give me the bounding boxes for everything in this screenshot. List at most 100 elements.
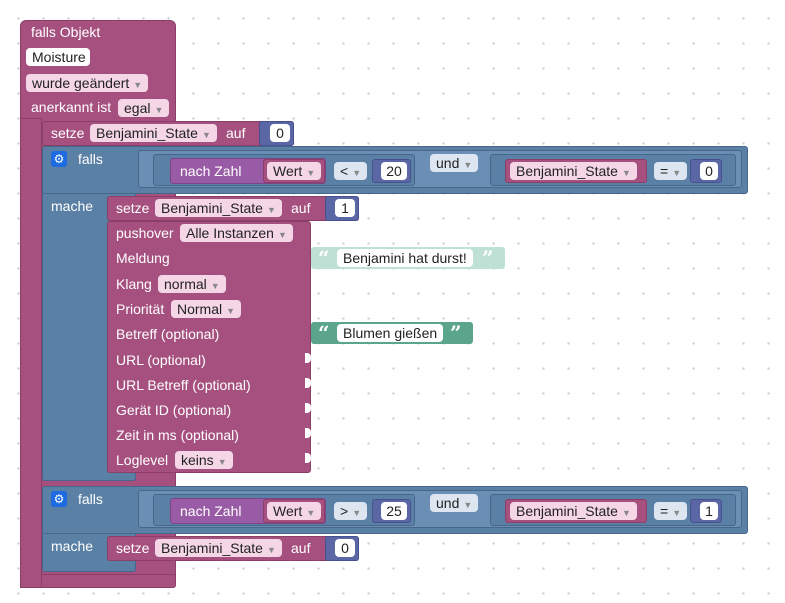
input-socket[interactable] — [305, 428, 311, 438]
if-1-operator-dropdown[interactable]: <▼ — [334, 162, 368, 180]
pushover-priority-dropdown[interactable]: Normal▼ — [171, 300, 242, 318]
pushover-log-label: Loglevel — [116, 452, 169, 468]
pushover-title: pushover — [116, 225, 174, 241]
set-1-label: setze — [51, 125, 85, 141]
open-quote-icon: “ — [318, 246, 330, 270]
pushover-sound-dropdown[interactable]: normal▼ — [158, 275, 226, 293]
if-1-eq-text: = — [660, 163, 669, 179]
chevron-down-icon: ▼ — [210, 281, 220, 291]
chevron-down-icon: ▼ — [306, 168, 316, 178]
chevron-down-icon: ▼ — [266, 205, 276, 215]
input-socket[interactable] — [305, 453, 311, 463]
set-3-number-value[interactable]: 0 — [335, 539, 355, 557]
chevron-down-icon: ▼ — [154, 105, 164, 115]
pushover-block[interactable] — [107, 221, 311, 473]
pushover-sound-label: Klang — [116, 276, 152, 292]
input-socket[interactable] — [305, 403, 311, 413]
close-quote-icon: ” — [450, 321, 462, 345]
if-1-value-text: Wert — [273, 163, 303, 179]
gear-icon[interactable]: ⚙ — [51, 491, 67, 507]
chevron-down-icon: ▼ — [201, 130, 211, 140]
if-2-value-dropdown[interactable]: Wert▼ — [267, 502, 322, 520]
pushover-log-value: keins — [181, 452, 214, 468]
chevron-down-icon: ▼ — [352, 508, 362, 518]
if-2-var-dropdown[interactable]: Benjamini_State▼ — [510, 502, 637, 520]
chevron-down-icon: ▼ — [217, 457, 227, 467]
if-2-operator-text: > — [340, 503, 349, 519]
chevron-down-icon: ▼ — [226, 306, 236, 316]
input-socket[interactable] — [305, 378, 311, 388]
chevron-down-icon: ▼ — [463, 160, 473, 170]
chevron-down-icon: ▼ — [352, 168, 362, 178]
chevron-down-icon: ▼ — [672, 168, 682, 178]
if-1-logic-text: und — [436, 155, 460, 171]
pushover-sound-value: normal — [164, 276, 207, 292]
set-1-variable-value: Benjamini_State — [96, 125, 198, 141]
pushover-instance-value: Alle Instanzen — [186, 225, 274, 241]
if-2-mache-label: mache — [51, 538, 94, 554]
if-1-convert-label: nach Zahl — [180, 163, 242, 179]
event-ack-dropdown[interactable]: egal▼ — [118, 99, 170, 117]
if-2-eqval-value[interactable]: 1 — [700, 502, 718, 520]
set-2-variable-dropdown[interactable]: Benjamini_State▼ — [155, 199, 282, 217]
set-1-variable-dropdown[interactable]: Benjamini_State▼ — [90, 124, 217, 142]
event-condition-value: wurde geändert — [32, 75, 130, 91]
if-1-operator-text: < — [340, 163, 349, 179]
if-1-var-text: Benjamini_State — [516, 163, 618, 179]
event-ack-value: egal — [124, 100, 151, 116]
if-2-eq-text: = — [660, 503, 669, 519]
set-1-to-label: auf — [226, 125, 246, 141]
close-quote-icon: ” — [482, 246, 494, 270]
pushover-priority-label: Priorität — [116, 301, 165, 317]
if-2-eq-dropdown[interactable]: =▼ — [654, 502, 688, 520]
if-2-logic-dropdown[interactable]: und▼ — [430, 494, 479, 512]
pushover-priority-value: Normal — [177, 301, 223, 317]
chevron-down-icon: ▼ — [306, 508, 316, 518]
pushover-url-label: URL (optional) — [116, 352, 206, 368]
event-title: falls Objekt — [31, 24, 101, 40]
chevron-down-icon: ▼ — [672, 508, 682, 518]
chevron-down-icon: ▼ — [266, 545, 276, 555]
pushover-device-label: Gerät ID (optional) — [116, 402, 232, 418]
if-1-value-dropdown[interactable]: Wert▼ — [267, 162, 322, 180]
event-condition-dropdown[interactable]: wurde geändert▼ — [26, 74, 149, 92]
set-2-number-value[interactable]: 1 — [335, 199, 355, 217]
if-1-eq-dropdown[interactable]: =▼ — [654, 162, 688, 180]
if-1-mache-label: mache — [51, 198, 94, 214]
input-socket[interactable] — [305, 353, 311, 363]
if-2-logic-text: und — [436, 495, 460, 511]
set-2-to-label: auf — [291, 200, 311, 216]
chevron-down-icon: ▼ — [277, 230, 287, 240]
set-2-label: setze — [116, 200, 150, 216]
if-1-var-dropdown[interactable]: Benjamini_State▼ — [510, 162, 637, 180]
event-block-inner-arm — [20, 118, 42, 588]
event-ack-label: anerkannt ist — [31, 99, 112, 115]
chevron-down-icon: ▼ — [621, 508, 631, 518]
set-2-variable-value: Benjamini_State — [161, 200, 263, 216]
if-2-number-value[interactable]: 25 — [381, 502, 407, 520]
subject-text-value[interactable]: Blumen gießen — [337, 324, 444, 342]
if-1-logic-dropdown[interactable]: und▼ — [430, 154, 479, 172]
chevron-down-icon: ▼ — [621, 168, 631, 178]
if-2-convert-label: nach Zahl — [180, 503, 242, 519]
message-text-value[interactable]: Benjamini hat durst! — [337, 249, 473, 267]
if-1-eqval-value[interactable]: 0 — [700, 162, 718, 180]
chevron-down-icon: ▼ — [463, 500, 473, 510]
set-3-variable-dropdown[interactable]: Benjamini_State▼ — [155, 539, 282, 557]
pushover-log-dropdown[interactable]: keins▼ — [175, 451, 233, 469]
pushover-message-label: Meldung — [116, 250, 170, 266]
if-2-value-text: Wert — [273, 503, 303, 519]
if-1-falls-label: falls — [78, 151, 103, 167]
set-3-variable-value: Benjamini_State — [161, 540, 263, 556]
if-2-operator-dropdown[interactable]: >▼ — [334, 502, 368, 520]
pushover-time-label: Zeit in ms (optional) — [116, 427, 239, 443]
pushover-instance-dropdown[interactable]: Alle Instanzen▼ — [180, 224, 293, 242]
set-1-number-value[interactable]: 0 — [270, 124, 290, 142]
if-2-var-text: Benjamini_State — [516, 503, 618, 519]
event-block-bottom-arm — [20, 574, 176, 588]
pushover-url-title-label: URL Betreff (optional) — [116, 377, 251, 393]
event-object-field[interactable]: Moisture — [26, 48, 90, 66]
if-2-falls-label: falls — [78, 491, 103, 507]
gear-icon[interactable]: ⚙ — [51, 151, 67, 167]
if-1-number-value[interactable]: 20 — [381, 162, 407, 180]
